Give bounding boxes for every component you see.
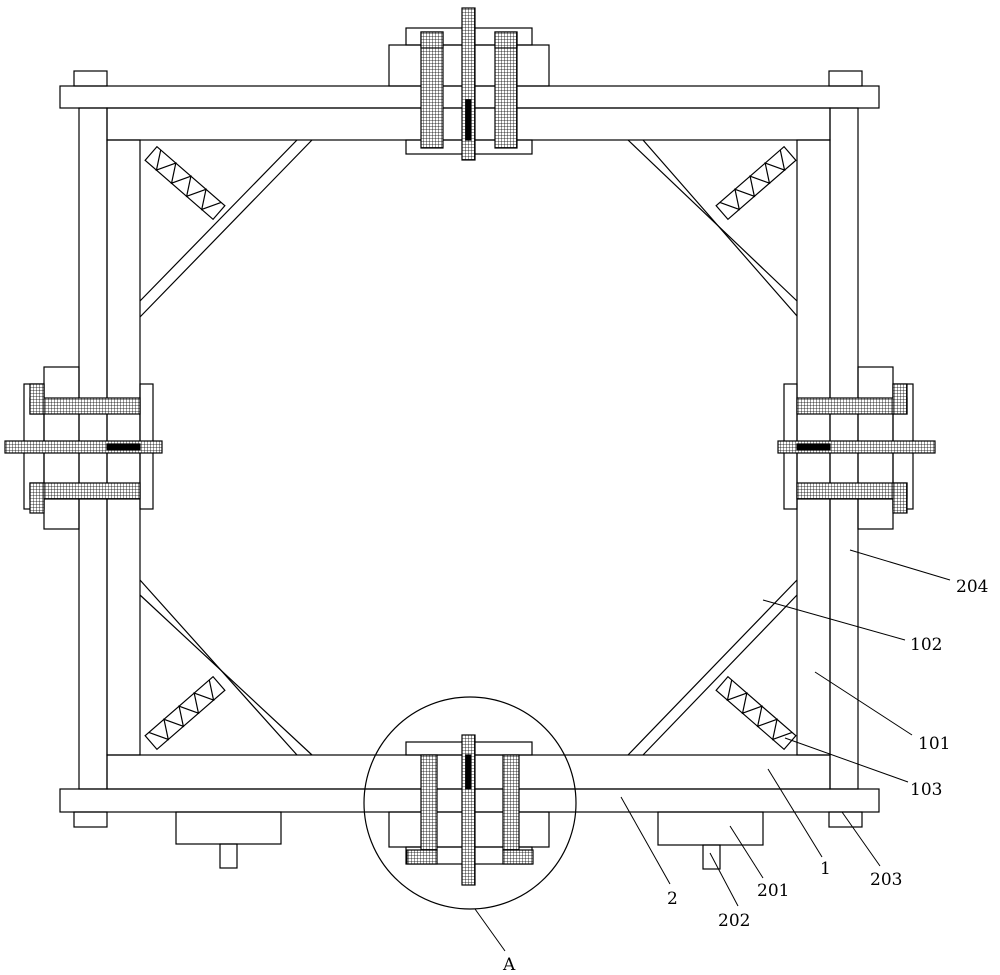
spring-bottom-left <box>144 675 226 751</box>
motor-right <box>657 811 764 870</box>
label-103: 103 <box>910 780 942 800</box>
label-201: 201 <box>757 881 789 901</box>
outer-frame <box>59 70 880 828</box>
clamp-bottom <box>388 734 550 886</box>
motor-left <box>175 811 282 869</box>
label-203: 203 <box>870 870 902 890</box>
clamp-left <box>4 366 163 530</box>
spring-top-left <box>144 145 226 221</box>
cap-top-left <box>73 70 108 87</box>
spring-bottom-right <box>715 675 797 751</box>
detail-circle-a <box>363 696 577 910</box>
foot-bottom-right <box>828 811 863 828</box>
label-204: 204 <box>956 577 988 597</box>
clamp-right <box>777 366 936 530</box>
cap-top-right <box>828 70 863 87</box>
inner-frame <box>106 107 831 790</box>
foot-bottom-left <box>73 811 108 828</box>
label-a: A <box>502 955 516 975</box>
label-1: 1 <box>820 859 831 879</box>
label-202: 202 <box>718 911 750 931</box>
clamp-top <box>388 7 550 161</box>
label-101: 101 <box>918 734 950 754</box>
leader-lines <box>474 549 951 952</box>
label-102: 102 <box>910 635 942 655</box>
reference-labels: 204 102 101 103 203 1 201 2 202 A <box>502 577 988 975</box>
spring-top-right <box>715 145 797 221</box>
diagonal-braces <box>139 139 798 756</box>
label-2: 2 <box>667 889 678 909</box>
